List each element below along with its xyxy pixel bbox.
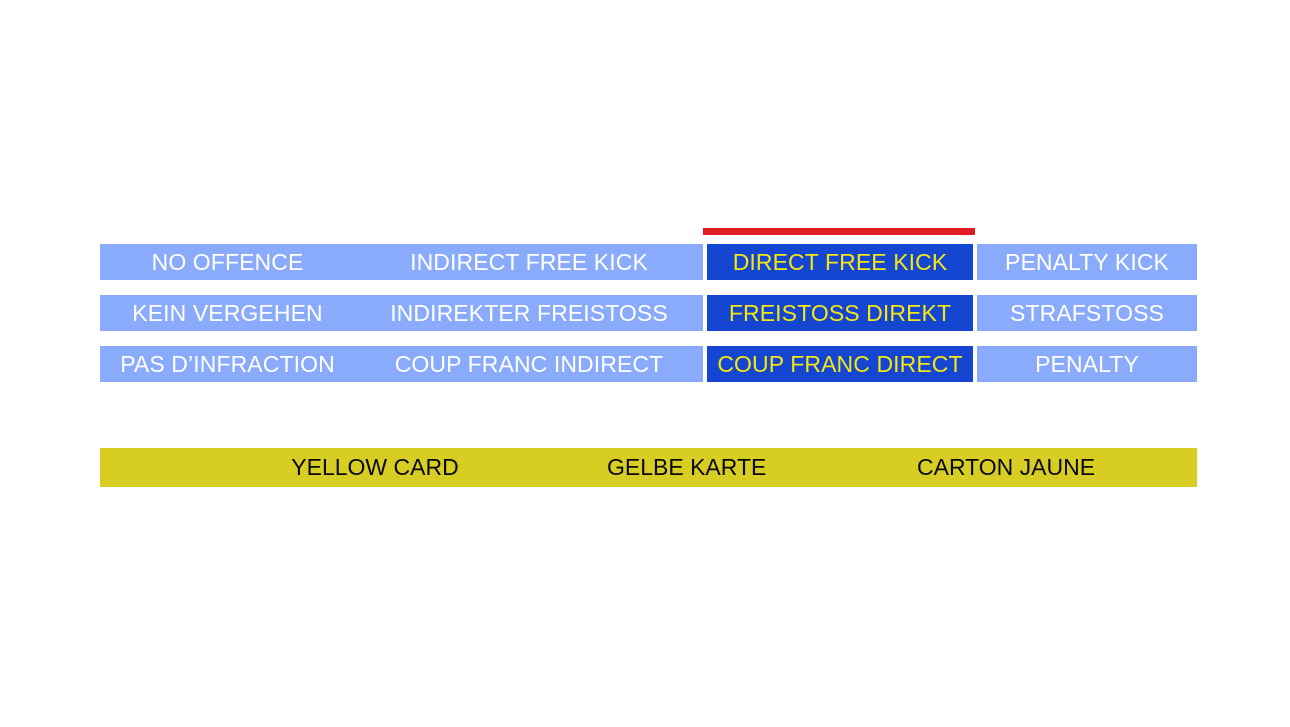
matrix-cell-indirect-free-kick[interactable]: INDIRECT FREE KICK [355,244,703,280]
matrix-cell-coup-franc-indirect[interactable]: COUP FRANC INDIRECT [355,346,703,382]
matrix-cell-direct-free-kick[interactable]: DIRECT FREE KICK [707,244,973,280]
matrix-cell-penalty[interactable]: PENALTY [977,346,1197,382]
matrix-cell-no-offence[interactable]: NO OFFENCE [100,244,355,280]
matrix-cell-kein-vergehen[interactable]: KEIN VERGEHEN [100,295,355,331]
matrix-cell-freistoss-direkt[interactable]: FREISTOSS DIREKT [707,295,973,331]
matrix-cell-indirekter-freistoss[interactable]: INDIREKTER FREISTOSS [355,295,703,331]
matrix-cell-penalty-kick[interactable]: PENALTY KICK [977,244,1197,280]
matrix-row-german: KEIN VERGEHEN INDIREKTER FREISTOSS FREIS… [100,295,1197,331]
red-highlight-bar [703,228,975,235]
matrix-row-french: PAS D’INFRACTION COUP FRANC INDIRECT COU… [100,346,1197,382]
matrix-row-english: NO OFFENCE INDIRECT FREE KICK DIRECT FRE… [100,244,1197,280]
yellow-card-label-english: YELLOW CARD [291,454,459,480]
yellow-card-label-german: GELBE KARTE [607,454,767,480]
yellow-card-label-french: CARTON JAUNE [917,454,1096,480]
yellow-card-bar: YELLOW CARD GELBE KARTE CARTON JAUNE [100,448,1197,487]
matrix-cell-strafstoss[interactable]: STRAFSTOSS [977,295,1197,331]
matrix-cell-pas-d-infraction[interactable]: PAS D’INFRACTION [100,346,355,382]
matrix-cell-coup-franc-direct[interactable]: COUP FRANC DIRECT [707,346,973,382]
